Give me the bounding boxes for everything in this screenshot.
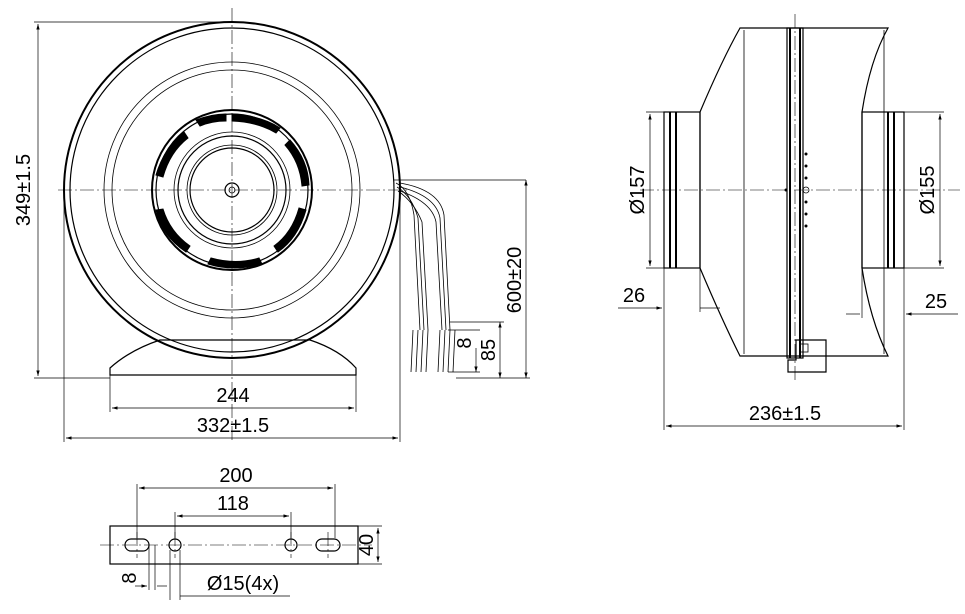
- side-view: Ø157 Ø155 26 25 236±1.5: [618, 14, 960, 430]
- cable-bundle: [394, 179, 526, 373]
- dim-foot-width: 244: [216, 385, 249, 407]
- mount-holes: [124, 532, 341, 558]
- dim-length: 236±1.5: [749, 403, 821, 425]
- dim-inlet-collar: 26: [623, 285, 645, 307]
- dim-outlet-collar: 25: [925, 291, 947, 313]
- dim-inlet-diameter: Ø157: [627, 166, 649, 215]
- dim-cable-length: 600±20: [504, 247, 526, 314]
- dim-inner-hole-spacing: 118: [217, 493, 249, 515]
- bracket-view: 200 118 40 8 Ø15(4x): [100, 465, 382, 600]
- dim-height: 349±1.5: [13, 154, 35, 226]
- dim-edge-offset: 8: [119, 572, 141, 583]
- dim-cable-end: 85: [478, 339, 500, 361]
- impeller-blades: [155, 113, 310, 269]
- front-view: 349±1.5 600±20 8 85 244 332±1.5: [13, 8, 530, 442]
- dim-hole-spec: Ø15(4x): [207, 573, 279, 595]
- dim-cable-strip: 8: [454, 337, 476, 348]
- dim-bracket-height: 40: [356, 534, 378, 556]
- dim-width: 332±1.5: [197, 415, 269, 437]
- dim-outlet-diameter: Ø155: [917, 166, 939, 215]
- dim-outer-hole-spacing: 200: [219, 465, 252, 487]
